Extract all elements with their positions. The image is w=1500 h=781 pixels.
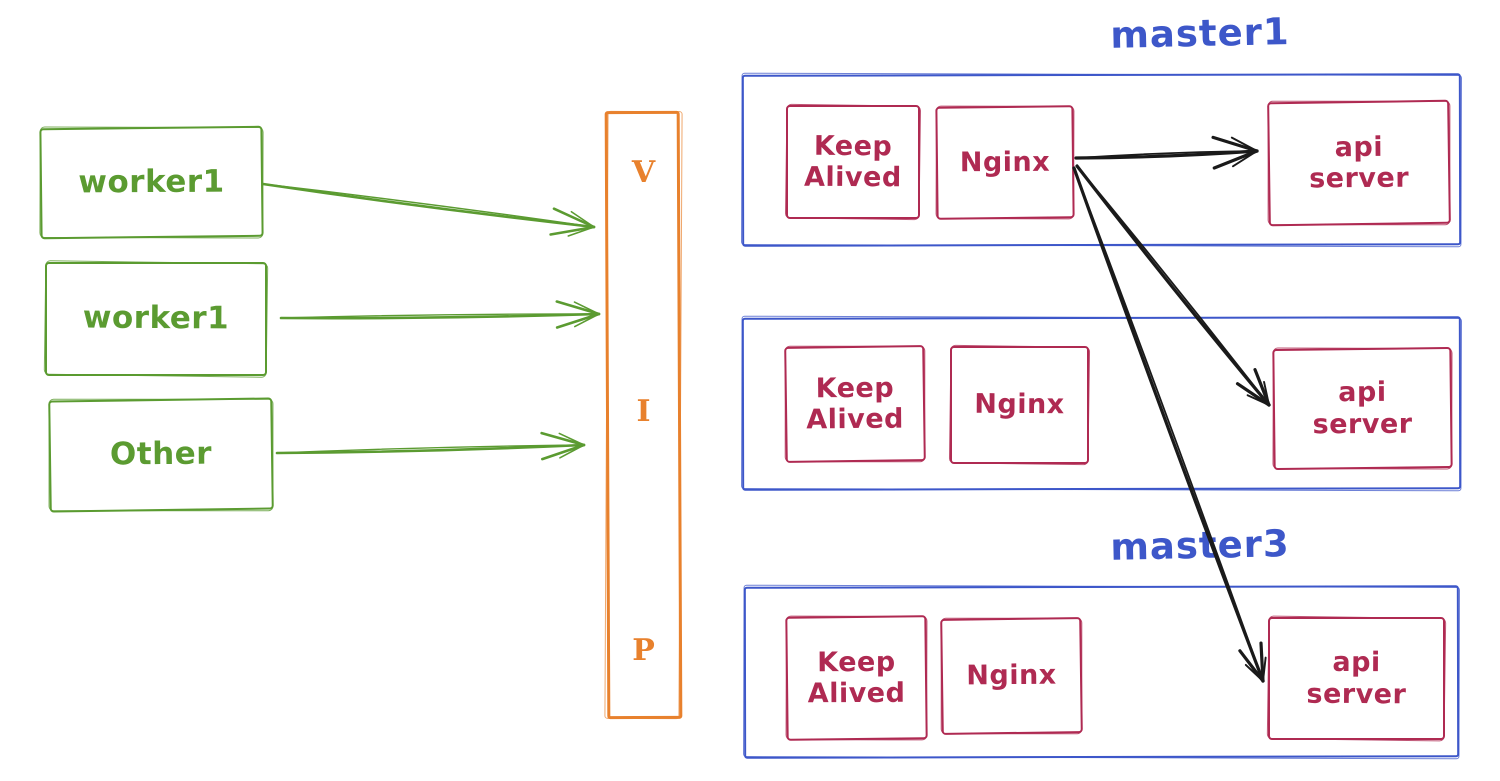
node-nginx-cluster2: Nginx (952, 348, 1088, 463)
edge-worker1a-vip (261, 182, 596, 237)
node-apiserver-master3-label: api server (1306, 647, 1407, 710)
edge-worker1b-vip (279, 300, 601, 329)
node-worker1-b-label: worker1 (82, 299, 230, 337)
node-other-label: Other (109, 435, 213, 473)
node-nginx-master3: Nginx (943, 619, 1081, 732)
node-keepalived-master3: Keep Alived (788, 618, 926, 739)
node-other: Other (51, 400, 272, 510)
cluster-title-master3: master3 (1109, 522, 1291, 569)
node-apiserver-master1-label: api server (1309, 131, 1410, 195)
node-nginx-cluster2-label: Nginx (974, 389, 1065, 421)
cluster-title-master1: master1 (1109, 10, 1291, 57)
node-apiserver-cluster2-label: api server (1312, 377, 1413, 440)
node-keepalived-master3-label: Keep Alived (807, 646, 906, 710)
node-apiserver-master3: api server (1270, 618, 1444, 738)
vip-letter-i: I (636, 394, 651, 429)
cluster-title-2 (1050, 265, 1350, 271)
node-keepalived-master1: Keep Alived (788, 107, 919, 218)
node-keepalived-master1-label: Keep Alived (803, 130, 902, 194)
node-nginx-master1: Nginx (938, 108, 1073, 218)
node-vip: V I P (607, 112, 680, 718)
node-worker1-a-label: worker1 (78, 163, 225, 201)
edge-other-vip (275, 431, 586, 461)
node-apiserver-cluster2: api server (1275, 350, 1451, 468)
vip-letter-p: P (632, 633, 655, 668)
node-apiserver-master1: api server (1270, 102, 1449, 223)
node-nginx-master1-label: Nginx (959, 146, 1051, 179)
node-keepalived-cluster2-label: Keep Alived (806, 372, 905, 436)
node-worker1-b: worker1 (47, 263, 266, 374)
node-nginx-master3-label: Nginx (966, 660, 1057, 692)
node-keepalived-cluster2: Keep Alived (787, 347, 924, 460)
vip-letter-v: V (631, 155, 656, 190)
node-worker1-a: worker1 (42, 128, 262, 236)
